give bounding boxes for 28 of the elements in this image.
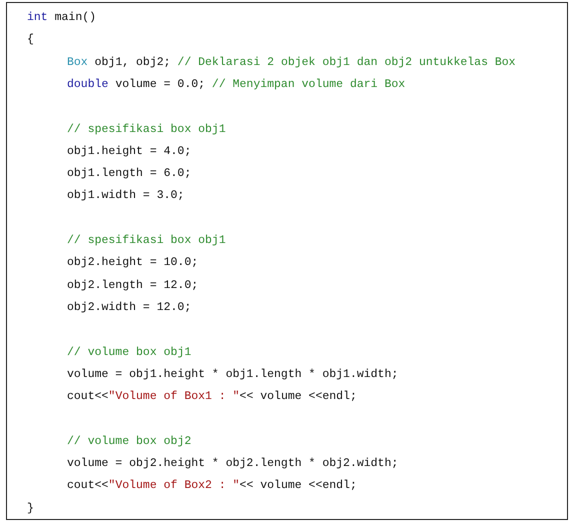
code-text: obj2.width = 12.0;	[67, 300, 192, 316]
code-text: }	[27, 500, 34, 517]
code-text: obj1.height = 4.0;	[67, 144, 192, 160]
code-keyword: double	[67, 76, 108, 93]
code-comment: // volume box obj1	[67, 344, 192, 360]
string-literal: "Volume of Box2 : "	[108, 478, 240, 494]
code-text: volume = obj2.height * obj2.length * obj2.width;	[67, 456, 398, 472]
code-text: obj2.length = 12.0;	[67, 278, 198, 294]
code-comment: // volume box obj2	[67, 434, 192, 450]
type-name: Box	[67, 54, 88, 71]
code-text: obj1.length = 6.0;	[67, 166, 192, 182]
code-text: << volume <<endl;	[240, 389, 357, 406]
code-text: {	[27, 32, 34, 48]
code-text: << volume <<endl;	[240, 478, 357, 494]
code-text: cout<<	[67, 389, 108, 406]
code-text: volume = obj1.height * obj1.length * obj1.width;	[67, 366, 398, 383]
code-text: cout<<	[67, 478, 108, 494]
code-text: main()	[54, 10, 96, 26]
code-comment: // Menyimpan volume dari Box	[212, 76, 406, 93]
code-text: obj1, obj2;	[94, 54, 171, 71]
code-comment: // Deklarasi 2 objek obj1 dan obj2 untukkelas Box	[177, 54, 516, 71]
string-literal: "Volume of Box1 : "	[108, 389, 240, 406]
code-keyword: int	[27, 10, 48, 26]
code-comment: // spesifikasi box obj1	[67, 233, 226, 249]
code-text: obj1.width = 3.0;	[67, 188, 184, 204]
code-text: obj2.height = 10.0;	[67, 255, 198, 272]
code-text: volume = 0.0;	[115, 76, 206, 93]
code-comment: // spesifikasi box obj1	[67, 122, 226, 138]
